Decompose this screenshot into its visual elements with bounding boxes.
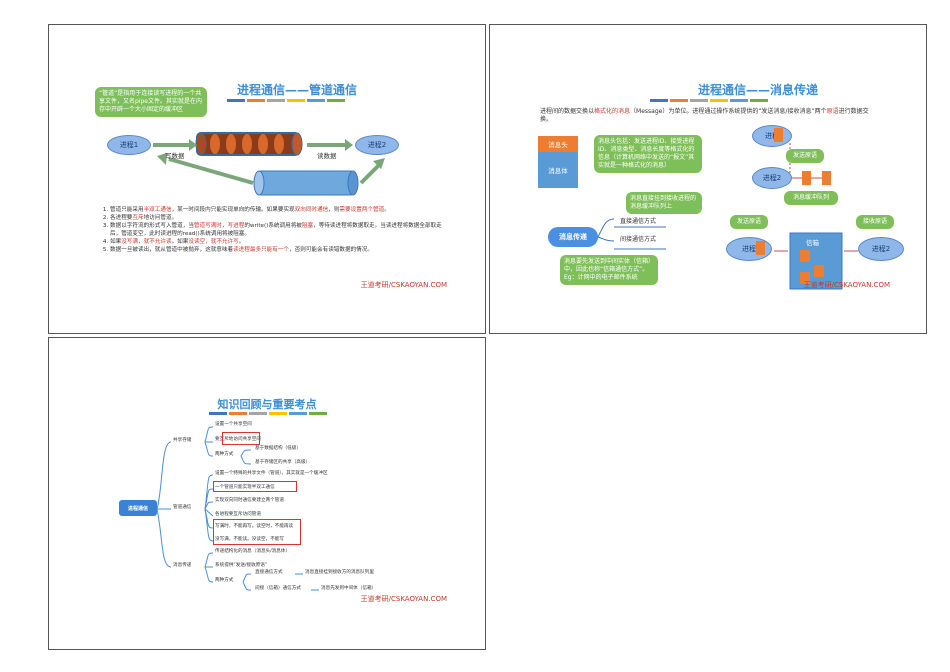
highlight-box bbox=[222, 432, 260, 445]
point-2: 各进程要互斥地访问管道。 bbox=[110, 215, 447, 223]
node: 基于数据结构（低级） bbox=[255, 446, 301, 451]
highlight-box bbox=[213, 519, 301, 545]
queue-message-1 bbox=[802, 171, 811, 185]
point-1: 管道只能采用半双工通信，某一时间段内只能实现单向的传输。如果要实现双向同时通信，… bbox=[110, 207, 447, 215]
title-color-bars bbox=[650, 99, 768, 102]
point-3: 数据以字符流的形式写入管道，当管道写满时，写进程的write()系统调用将被阻塞… bbox=[110, 223, 447, 238]
node: 写满时，不能再写。读空时，不能再读 bbox=[215, 524, 294, 529]
node: 传递结构化的消息（消息头/消息体） bbox=[215, 549, 291, 554]
title-color-bars bbox=[227, 99, 345, 102]
watermark: 王道考研/CSKAOYAN.COM bbox=[360, 281, 447, 289]
node: 要互斥地访问共享空间 bbox=[215, 437, 261, 442]
receiver-process: 进程2 bbox=[858, 237, 904, 261]
sender-process: 进程 bbox=[726, 237, 772, 261]
pipe-definition-callout: “管道”是指用于连接读写进程的一个共享文件，又名pipe文件。其实就是在内存中开… bbox=[95, 87, 207, 117]
process-2-node: 进程2 bbox=[752, 167, 792, 189]
message-head-block: 消息头 bbox=[538, 136, 578, 152]
slide-title: 进程通信——消息传递 bbox=[697, 83, 818, 97]
node: 间接（信箱）通信方式 bbox=[255, 586, 301, 591]
slide-title: 知识回顾与重要考点 bbox=[217, 398, 317, 411]
slide-review-mindmap: 知识回顾与重要考点 进程通信 共享存储 bbox=[48, 337, 486, 650]
watermark: 王道考研/CSKAOYAN.COM bbox=[360, 595, 447, 603]
node: 系统提供“发送/接收原语” bbox=[215, 563, 268, 568]
title-color-bars bbox=[209, 412, 327, 415]
receive-primitive-label: 接收原语 bbox=[856, 215, 894, 229]
node: 两种方式 bbox=[215, 452, 234, 457]
queue-message-2 bbox=[822, 171, 831, 185]
message-diagram bbox=[597, 143, 858, 290]
intro-text: 进程间的数据交换以格式化的消息（Message）为单位。进程通过操作系统提供的“… bbox=[540, 108, 869, 123]
slide-pipe-communication: 进程通信——管道通信 “管道”是指用于连接读写进程的一个共享文件，又名pipe文… bbox=[48, 24, 486, 334]
node: 两种方式 bbox=[215, 578, 234, 583]
slide-title: 进程通信——管道通信 bbox=[236, 83, 357, 97]
mailbox-label: 信箱 bbox=[806, 239, 819, 247]
node: 设置一个特殊的共享文件（管道），其实就是一个缓冲区 bbox=[215, 471, 328, 476]
branch-shared-storage: 共享存储 bbox=[173, 438, 192, 443]
process-1: 进程1 bbox=[107, 135, 151, 155]
read-data-label: 读数据 bbox=[317, 152, 337, 160]
send-primitive-label: 发送原语 bbox=[786, 149, 824, 163]
direct-note: 消息直接挂到接收进程的消息缓冲队列上 bbox=[626, 192, 702, 214]
node: 直接通信方式 bbox=[255, 570, 283, 575]
pipe-key-points: 管道只能采用半双工通信，某一时间段内只能实现单向的传输。如果要实现双向同时通信，… bbox=[101, 207, 447, 255]
slide-message-passing: 进程通信——消息传递 进程间的数据交换以格式化的消息（Message）为单位。进… bbox=[489, 24, 927, 334]
watermark: 王道考研/CSKAOYAN.COM bbox=[803, 281, 890, 289]
mindmap-root: 进程通信 bbox=[119, 500, 157, 516]
node: 设置一个共享空间 bbox=[215, 422, 252, 427]
point-4: 如果没写满，就不允许读。如果没读空，就不允许写。 bbox=[110, 239, 447, 247]
message-passing-badge: 消息传递 bbox=[548, 227, 598, 247]
node: 消息先发到中间体（信箱） bbox=[321, 586, 377, 591]
sender-message bbox=[756, 241, 765, 255]
indirect-note: 消息要先发送到中间实体（信箱）中，因此也称“信箱通信方式”。Eg：计网中的电子邮… bbox=[560, 255, 658, 285]
message-square bbox=[774, 128, 783, 142]
node: 消息直接挂到接收方的消息队列里 bbox=[305, 570, 374, 575]
mindmap-lines bbox=[156, 426, 319, 591]
message-body-block: 消息体 bbox=[538, 152, 578, 188]
message-head-note: 消息头包括：发送进程ID、接受进程ID、消息类型、消息长度等格式化的信息（计算机… bbox=[594, 135, 702, 173]
process-node: 进程 bbox=[752, 125, 792, 147]
branch-pipe: 管道通信 bbox=[173, 505, 192, 510]
highlight-box bbox=[213, 481, 297, 492]
direct-communication-label: 直接通信方式 bbox=[620, 218, 657, 225]
message-queue-label: 消息缓冲队列 bbox=[784, 191, 838, 205]
process-2: 进程2 bbox=[355, 135, 399, 155]
node: 实现双向同时通信要建立两个管道 bbox=[215, 498, 284, 503]
branch-message: 消息传递 bbox=[173, 563, 192, 568]
send-primitive-label-2: 发送原语 bbox=[730, 215, 768, 229]
indirect-communication-label: 间接通信方式 bbox=[620, 236, 657, 243]
pipe-diagram bbox=[153, 132, 385, 196]
node: 基于存储区的共享（高级） bbox=[255, 460, 311, 465]
node: 一个管道只能实现半双工通信 bbox=[215, 485, 275, 490]
node: 没写满，不能读。没读空，不能写 bbox=[215, 537, 284, 542]
node: 各进程要互斥访问管道 bbox=[215, 512, 261, 517]
write-data-label: 写数据 bbox=[165, 152, 185, 160]
point-5: 数据一旦被读出，就从管道中被抛弃，这就意味着读进程最多只能有一个，否则可能会有读… bbox=[110, 247, 447, 255]
